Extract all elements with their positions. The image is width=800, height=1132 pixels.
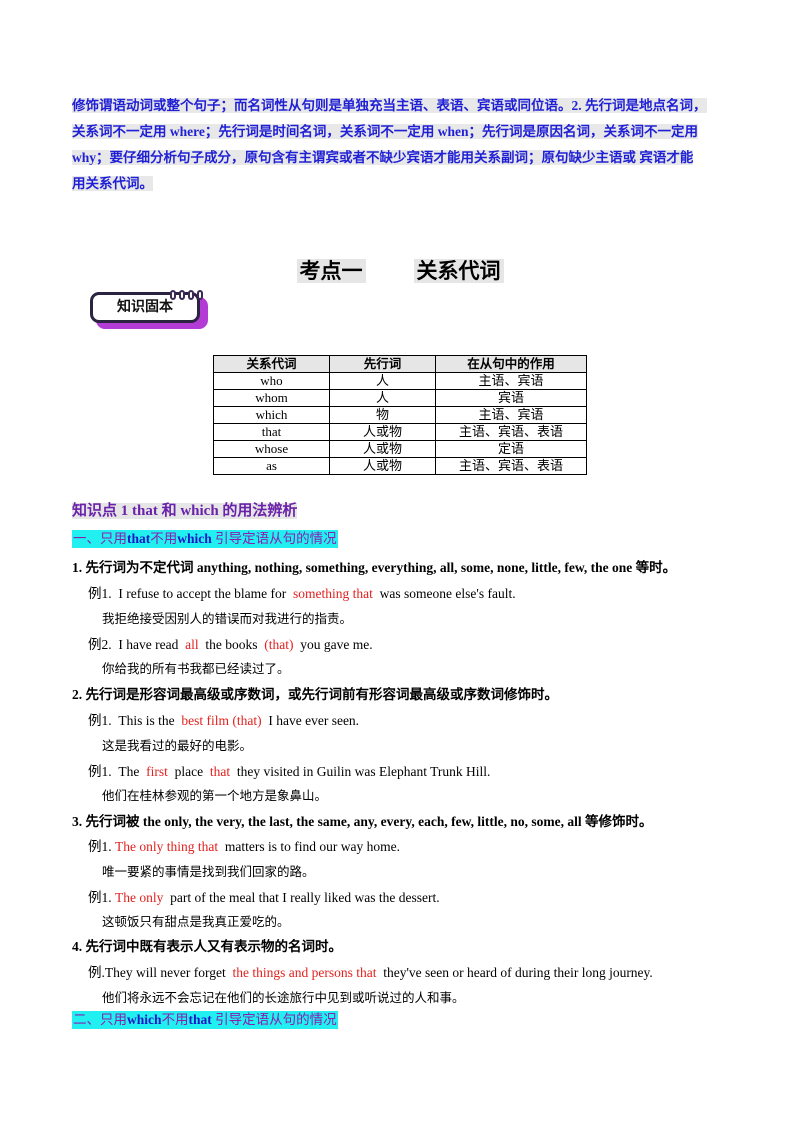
table-header: 关系代词 (213, 355, 330, 373)
example-translation: 唯一要紧的事情是找到我们回家的路。 (102, 864, 315, 879)
intro-paragraph: 修饰谓语动词或整个句子；而名词性从句则是单独充当主语、表语、宾语或同位语。2. … (72, 93, 744, 197)
table-cell: 人或物 (329, 457, 436, 475)
rule-3: 3. 先行词被 the only, the very, the last, th… (72, 814, 653, 829)
example-translation: 你给我的所有书我都已经读过了。 (102, 661, 290, 676)
table-cell: whose (213, 440, 330, 458)
example-translation: 我拒绝接受因别人的错误而对我进行的指责。 (102, 611, 353, 626)
table-row: whose 人或物 定语 (213, 440, 587, 458)
table-cell: 主语、宾语 (435, 372, 587, 390)
example-sentence: 例.They will never forget the things and … (88, 965, 653, 980)
table-cell: 主语、宾语 (435, 406, 587, 424)
table-cell: that (213, 423, 330, 441)
table-cell: which (213, 406, 330, 424)
example-sentence: 例2. I have read all the books (that) you… (88, 637, 373, 652)
table-header: 在从句中的作用 (435, 355, 587, 373)
table-cell: 人或物 (329, 440, 436, 458)
example-translation: 他们将永远不会忘记在他们的长途旅行中见到或听说过的人和事。 (102, 990, 465, 1005)
section-subheading-1: 一、只用that不用which 引导定语从句的情况 (72, 530, 338, 548)
table-cell: 主语、宾语、表语 (435, 423, 587, 441)
table-row: that 人或物 主语、宾语、表语 (213, 423, 587, 441)
knowledge-badge: 知识固本 (88, 287, 210, 333)
table-cell: 物 (329, 406, 436, 424)
table-row: whom 人 宾语 (213, 389, 587, 407)
intro-line: 关系词不一定用 where；先行词是时间名词，关系词不一定用 when；先行词是… (72, 124, 698, 139)
section-heading: 考点一关系代词 (0, 255, 800, 285)
table-cell: 宾语 (435, 389, 587, 407)
rule-1: 1. 先行词为不定代词 anything, nothing, something… (72, 560, 677, 575)
table-cell: 人 (329, 389, 436, 407)
table-row: as 人或物 主语、宾语、表语 (213, 457, 587, 475)
table-cell: whom (213, 389, 330, 407)
table-cell: 主语、宾语、表语 (435, 457, 587, 475)
notebook-rings-icon (170, 287, 206, 300)
example-sentence: 例1. The first place that they visited in… (88, 764, 491, 779)
intro-line: why；要仔细分析句子成分，原句含有主谓宾或者不缺少宾语才能用关系副词；原句缺少… (72, 150, 694, 165)
rule-4: 4. 先行词中既有表示人又有表示物的名词时。 (72, 939, 342, 954)
example-translation: 这顿饭只有甜点是我真正爱吃的。 (102, 914, 290, 929)
intro-line: 修饰谓语动词或整个句子；而名词性从句则是单独充当主语、表语、宾语或同位语。2. … (72, 98, 707, 113)
rule-2: 2. 先行词是形容词最高级或序数词，或先行词前有形容词最高级或序数词修饰时。 (72, 687, 558, 702)
table-row: which 物 主语、宾语 (213, 406, 587, 424)
example-sentence: 例1. This is the best film (that) I have … (88, 713, 360, 728)
intro-line: 用关系代词。 (72, 176, 153, 191)
example-translation: 他们在桂林参观的第一个地方是象鼻山。 (102, 788, 328, 803)
example-sentence: 例1. The only part of the meal that I rea… (88, 890, 440, 905)
example-sentence: 例1. The only thing that matters is to fi… (88, 839, 400, 854)
table-cell: as (213, 457, 330, 475)
section-subheading-2: 二、只用which不用that 引导定语从句的情况 (72, 1011, 338, 1029)
table-row: who 人 主语、宾语 (213, 372, 587, 390)
example-sentence: 例1. I refuse to accept the blame for som… (88, 586, 516, 601)
table-cell: 定语 (435, 440, 587, 458)
relative-pronoun-table: 关系代词 先行词 在从句中的作用 who 人 主语、宾语 whom 人 宾语 w… (213, 355, 587, 475)
knowledge-point-title: 知识点 1 that 和 which 的用法辨析 (72, 503, 298, 519)
table-cell: 人 (329, 372, 436, 390)
table-cell: who (213, 372, 330, 390)
table-cell: 人或物 (329, 423, 436, 441)
example-translation: 这是我看过的最好的电影。 (102, 738, 253, 753)
table-header: 先行词 (329, 355, 436, 373)
table-header-row: 关系代词 先行词 在从句中的作用 (213, 355, 587, 373)
